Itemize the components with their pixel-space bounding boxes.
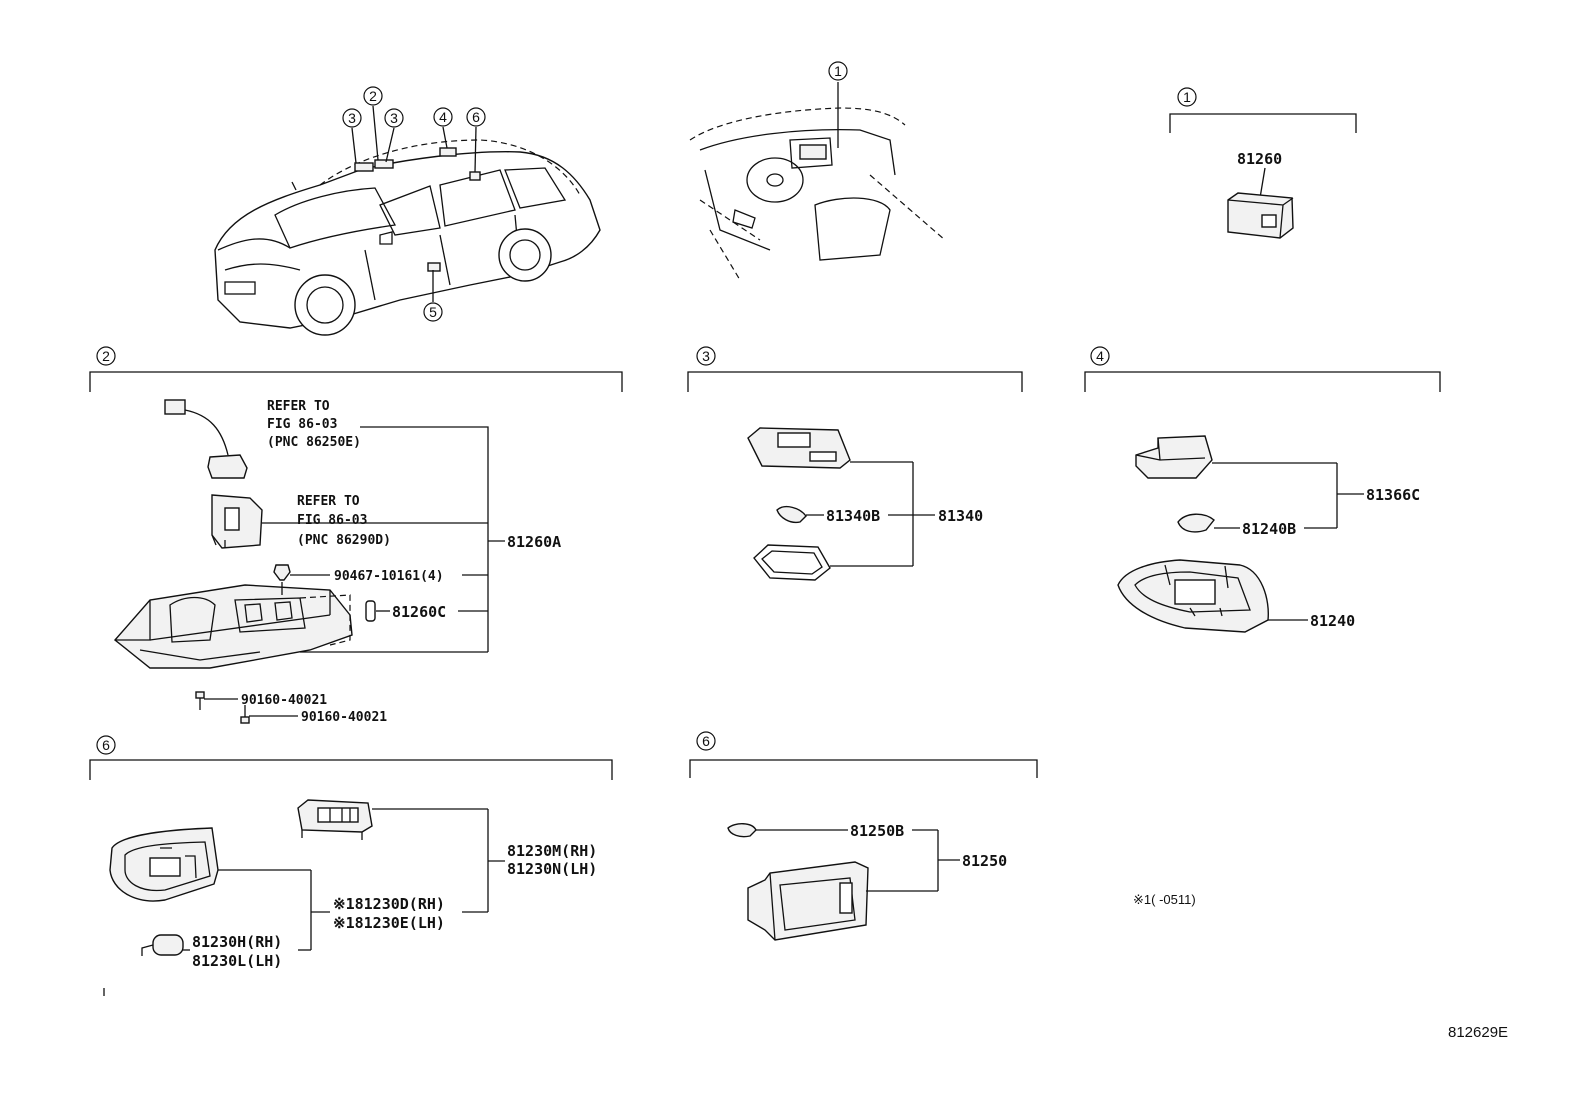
callout-3-car-right: 3 <box>390 110 398 126</box>
bulb-81340B-illustration <box>776 506 807 524</box>
section-3: 3 81340B 81340 <box>687 346 1023 581</box>
part-81230N: 81230N(LH) <box>507 860 597 878</box>
section-6-middle: 6 81250B 81250 <box>689 731 1038 941</box>
callout-1-dash: 1 <box>834 63 842 79</box>
part-81230M: 81230M(RH) <box>507 842 597 860</box>
part-81230E: ※181230E(LH) <box>333 914 445 932</box>
part-81240: 81240 <box>1310 612 1355 630</box>
refer-note-1-line2: FIG 86-03 <box>267 417 337 432</box>
section-2: 2 REFER TO FIG 86-03 (PNC 86250E) REFER … <box>89 346 623 725</box>
part-90467-10161: 90467-10161(4) <box>334 569 444 584</box>
part-90160-40021-a: 90160-40021 <box>241 693 327 708</box>
lens-81230M-illustration <box>297 799 373 840</box>
refer-note-2-line3: (PNC 86290D) <box>297 533 391 548</box>
section-1: 1 81260 <box>1169 87 1357 239</box>
section-2-label: 2 <box>102 348 110 364</box>
figure-id: 812629E <box>1448 1024 1508 1041</box>
pin-illustration <box>365 600 376 622</box>
part-81250B: 81250B <box>850 822 904 840</box>
lamp-81250-illustration <box>747 861 869 941</box>
section-1-label: 1 <box>1183 89 1191 105</box>
harness-connector-illustration <box>164 399 248 479</box>
part-81260: 81260 <box>1237 150 1282 168</box>
refer-note-1-line1: REFER TO <box>267 399 330 414</box>
section-6-left-label: 6 <box>102 737 110 753</box>
callout-5-car: 5 <box>429 304 437 320</box>
part-81230D: ※181230D(RH) <box>333 895 445 913</box>
part-81260C: 81260C <box>392 603 446 621</box>
clip-illustration <box>273 564 291 581</box>
part-90160-40021-b: 90160-40021 <box>301 710 387 725</box>
part-81240B: 81240B <box>1242 520 1296 538</box>
section-3-label: 3 <box>702 348 710 364</box>
section-4-label: 4 <box>1096 348 1104 364</box>
car-overview-illustration: 2 3 3 4 6 5 <box>214 86 601 336</box>
lamp-81230D-illustration <box>109 827 219 902</box>
bulb-81230H-illustration <box>141 934 184 956</box>
part-81340: 81340 <box>938 507 983 525</box>
part-81250: 81250 <box>962 852 1007 870</box>
section-6-left: 6 81230M(RH) 81230N(LH) ※181230D(RH) ※18… <box>89 735 613 970</box>
refer-note-1-line3: (PNC 86250E) <box>267 435 361 450</box>
refer-note-2-line1: REFER TO <box>297 494 360 509</box>
gasket-3-illustration <box>753 544 831 581</box>
section-4: 4 81366C 81240B 81240 <box>1084 346 1441 633</box>
bulb-81250B-illustration <box>727 823 757 838</box>
part-81230L: 81230L(LH) <box>192 952 282 970</box>
part-81260A: 81260A <box>507 533 561 551</box>
screw-illustration-2 <box>240 705 250 724</box>
bulb-81240B-illustration <box>1177 513 1215 533</box>
callout-3-car-left: 3 <box>348 110 356 126</box>
dashboard-illustration: 1 <box>689 61 946 281</box>
part-81366C: 81366C <box>1366 486 1420 504</box>
section-6-middle-label: 6 <box>702 733 710 749</box>
refer-note-2-line2: FIG 86-03 <box>297 513 367 528</box>
console-housing-illustration <box>113 582 353 669</box>
part-81260-illustration <box>1227 192 1294 239</box>
footnote: ※1( -0511) <box>1133 892 1196 907</box>
part-81340B: 81340B <box>826 507 880 525</box>
module-illustration <box>211 494 263 549</box>
housing-81240-illustration <box>1117 559 1269 633</box>
callout-6-car: 6 <box>472 109 480 125</box>
lamp-lens-3-illustration <box>747 427 851 469</box>
callout-4-car: 4 <box>439 109 447 125</box>
lamp-lens-4-illustration <box>1135 435 1213 479</box>
screw-illustration-1 <box>195 691 205 710</box>
part-81230H: 81230H(RH) <box>192 933 282 951</box>
callout-2-car: 2 <box>369 88 377 104</box>
